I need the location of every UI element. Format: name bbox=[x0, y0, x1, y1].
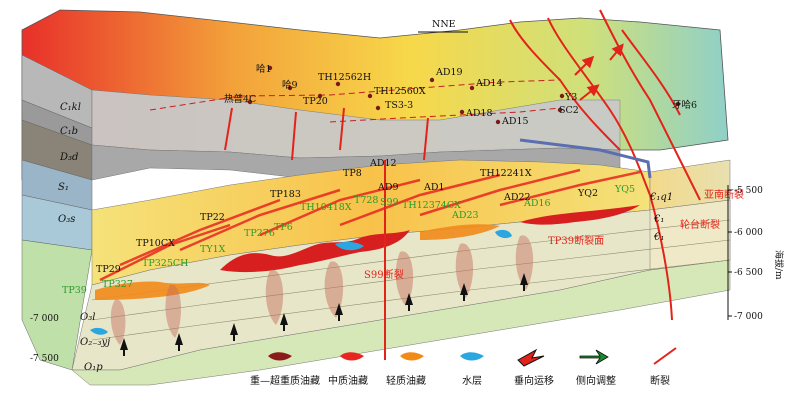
axis-tick: -5 500 bbox=[734, 186, 763, 196]
fault-labels: S99断裂 TP39断裂面 轮台断裂 亚南断裂 bbox=[364, 188, 744, 281]
well-labels-black: 哈1 哈9 热普4C TP20 TH12562H TH12560X TS3-3 … bbox=[96, 63, 697, 275]
well-label-green: TP325CH bbox=[142, 258, 188, 269]
well-label: AD18 bbox=[465, 108, 493, 119]
legend-item-medium-oil: 中质油藏 bbox=[328, 352, 368, 387]
well-label-green: TH12374CX bbox=[402, 200, 461, 211]
well-label: TH12241X bbox=[480, 168, 532, 179]
legend-label: 垂向运移 bbox=[514, 374, 554, 387]
stratum-label: D₃d bbox=[59, 152, 78, 163]
well-label: TH12560X bbox=[374, 86, 426, 97]
legend-label: 断裂 bbox=[650, 374, 670, 387]
axis-title: 海拔/m bbox=[773, 250, 785, 280]
legend-label: 中质油藏 bbox=[328, 374, 368, 387]
fault-label-s99: S99断裂 bbox=[364, 268, 404, 281]
well-label-green: TP39 bbox=[62, 285, 87, 296]
well-label: SC2 bbox=[559, 105, 579, 116]
fault-label-yanan: 亚南断裂 bbox=[704, 188, 744, 201]
top-well-markers bbox=[247, 65, 681, 125]
fault-label-tp39: TP39断裂面 bbox=[548, 234, 604, 247]
medium-oil-reservoirs bbox=[220, 205, 640, 273]
stratum-label: O₃l bbox=[80, 312, 95, 323]
well-label: AD1 bbox=[423, 182, 445, 193]
direction-label: NNE bbox=[432, 19, 456, 30]
axis-tick: -6 000 bbox=[734, 228, 763, 238]
legend-label: 水层 bbox=[462, 375, 482, 387]
dashed-contour bbox=[149, 79, 561, 111]
well-label-green: TP276 bbox=[244, 228, 275, 239]
well-label: TP8 bbox=[343, 168, 362, 179]
well-label: AD15 bbox=[501, 116, 529, 127]
stratum-label: O₃s bbox=[58, 214, 75, 225]
stratum-label: O₂₋₃yj bbox=[80, 337, 110, 348]
well-label-green: AD16 bbox=[523, 198, 551, 209]
legend-item-fault: 断裂 bbox=[650, 347, 677, 387]
well-labels-green: TH10418X T728 S99 TH12374CX AD23 AD16 YQ… bbox=[62, 184, 635, 296]
well-label: 哈9 bbox=[282, 79, 298, 91]
well-label: YQ2 bbox=[577, 188, 598, 199]
legend-item-lateral-adjustment: 侧向调整 bbox=[576, 349, 616, 387]
direction-indicator: NNE bbox=[418, 19, 468, 33]
well-label-green: S99 bbox=[380, 197, 399, 208]
well-label: AD14 bbox=[475, 78, 503, 89]
well-label: TP29 bbox=[96, 264, 121, 275]
dashed-contour-2 bbox=[329, 107, 561, 123]
legend-label: 重—超重质油藏 bbox=[250, 374, 320, 387]
well-label-green: TH10418X bbox=[300, 202, 352, 213]
well-label: AD9 bbox=[377, 182, 399, 193]
axis-tick: -7 000 bbox=[734, 312, 763, 322]
well-label: TS3-3 bbox=[385, 100, 413, 111]
axis-tick-left: -7 500 bbox=[30, 354, 59, 364]
stratum-label: €₁ bbox=[653, 214, 664, 225]
well-label: AD19 bbox=[435, 67, 463, 78]
elevation-axis: -5 500 -6 000 -6 500 -7 000 海拔/m -7 000 … bbox=[30, 185, 785, 364]
fault-arrows bbox=[574, 43, 624, 101]
well-label-green: TP327 bbox=[102, 279, 133, 290]
heavy-oil-columns bbox=[110, 235, 534, 345]
well-label: TH12562H bbox=[318, 72, 371, 83]
stratum-label: €₁ bbox=[653, 232, 664, 243]
vertical-migration-arrows bbox=[120, 273, 528, 356]
well-label: TP183 bbox=[270, 189, 301, 200]
well-label-green: AD23 bbox=[451, 210, 479, 221]
well-label: TP10CX bbox=[136, 238, 175, 249]
legend-item-heavy-oil: 重—超重质油藏 bbox=[250, 352, 320, 387]
axis-tick: -6 500 bbox=[734, 268, 763, 278]
fault-label-luntai: 轮台断裂 bbox=[680, 218, 720, 231]
well-label-green: TP6 bbox=[274, 222, 293, 233]
stratum-label: C₁b bbox=[60, 126, 78, 137]
well-label: TP22 bbox=[200, 212, 225, 223]
well-label: 热普4C bbox=[224, 93, 256, 105]
legend: 重—超重质油藏 中质油藏 轻质油藏 水层 垂向运移 侧向调整 断裂 bbox=[250, 347, 677, 387]
well-label: 牙哈6 bbox=[672, 99, 697, 111]
well-label: TP20 bbox=[303, 96, 328, 107]
legend-item-vertical-migration: 垂向运移 bbox=[514, 348, 554, 387]
water-layers bbox=[90, 229, 512, 335]
light-oil-reservoirs bbox=[95, 224, 500, 300]
stratum-label: S₁ bbox=[58, 182, 69, 193]
well-label: AD22 bbox=[503, 192, 531, 203]
stratum-label: O₁p bbox=[84, 362, 103, 373]
well-label: Y3 bbox=[564, 92, 577, 103]
legend-item-water: 水层 bbox=[460, 352, 484, 387]
stratum-label: €₁q1 bbox=[649, 192, 673, 203]
strata-labels: C₁kl C₁b D₃d S₁ O₃s O₃l O₂₋₃yj O₁p €₁q1 … bbox=[58, 102, 673, 373]
legend-label: 侧向调整 bbox=[576, 374, 616, 387]
well-label-green: YQ5 bbox=[614, 184, 635, 195]
stratum-lower-left bbox=[21, 239, 93, 371]
stratum-label: C₁kl bbox=[60, 102, 81, 113]
well-label: AD12 bbox=[369, 158, 397, 169]
thrust-plane bbox=[519, 138, 652, 179]
axis-tick-left: -7 000 bbox=[30, 314, 59, 324]
legend-label: 轻质油藏 bbox=[386, 374, 426, 387]
legend-item-light-oil: 轻质油藏 bbox=[386, 352, 426, 387]
well-label-green: TY1X bbox=[200, 244, 226, 255]
oil-streaks bbox=[99, 168, 641, 282]
well-label-green: T728 bbox=[354, 195, 378, 206]
well-label: 哈1 bbox=[256, 63, 272, 75]
